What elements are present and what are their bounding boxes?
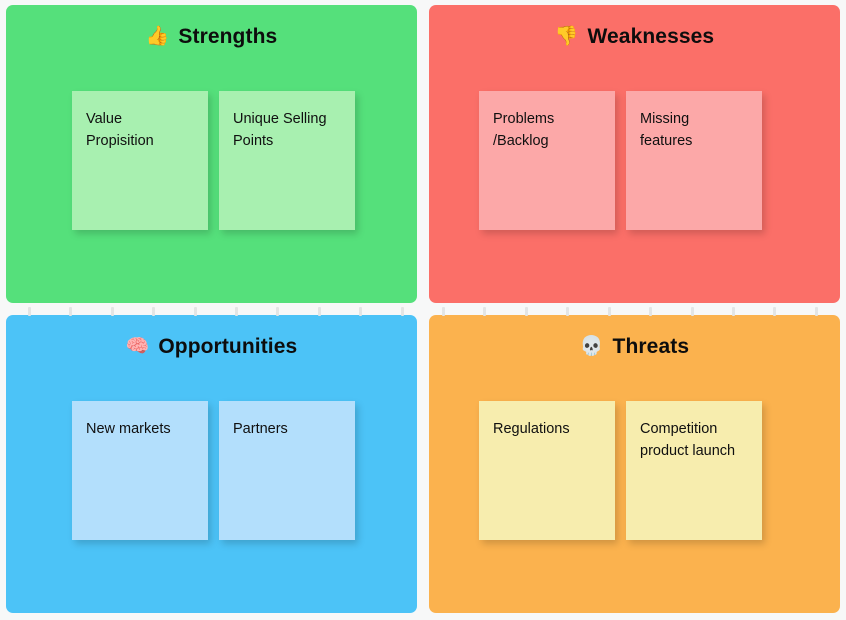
sticky-note[interactable]: Competition product launch [626,401,762,540]
sticky-note[interactable]: Partners [219,401,355,540]
sticky-note[interactable]: Missing features [626,91,762,230]
sticky-note[interactable]: New markets [72,401,208,540]
quadrant-strengths[interactable]: 👍 Strengths Value Propisition Unique Sel… [6,5,417,303]
quadrant-header-weaknesses: 👎 Weaknesses [429,26,840,47]
quadrant-cell-threats: 💀 Threats Regulations Competition produc… [423,310,846,620]
notes-row-weaknesses: Problems /Backlog Missing features [479,91,762,230]
quadrant-threats[interactable]: 💀 Threats Regulations Competition produc… [429,315,840,613]
sticky-note[interactable]: Unique Selling Points [219,91,355,230]
notes-row-strengths: Value Propisition Unique Selling Points [72,91,355,230]
notes-row-opportunities: New markets Partners [72,401,355,540]
quadrant-header-threats: 💀 Threats [429,336,840,357]
quadrant-header-opportunities: 🧠 Opportunities [6,336,417,357]
sticky-note[interactable]: Value Propisition [72,91,208,230]
quadrant-title-opportunities: Opportunities [158,335,298,358]
thumbs-up-icon: 👍 [145,26,170,47]
quadrant-cell-weaknesses: 👎 Weaknesses Problems /Backlog Missing f… [423,0,846,310]
quadrant-header-strengths: 👍 Strengths [6,26,417,47]
quadrant-title-weaknesses: Weaknesses [587,25,715,48]
skull-icon: 💀 [579,336,604,357]
quadrant-cell-opportunities: 🧠 Opportunities New markets Partners [0,310,423,620]
notes-row-threats: Regulations Competition product launch [479,401,762,540]
brain-icon: 🧠 [125,336,150,357]
quadrant-cell-strengths: 👍 Strengths Value Propisition Unique Sel… [0,0,423,310]
sticky-note[interactable]: Regulations [479,401,615,540]
quadrant-opportunities[interactable]: 🧠 Opportunities New markets Partners [6,315,417,613]
quadrant-title-threats: Threats [612,335,690,358]
sticky-note[interactable]: Problems /Backlog [479,91,615,230]
quadrant-title-strengths: Strengths [178,25,278,48]
thumbs-down-icon: 👎 [554,26,579,47]
quadrant-weaknesses[interactable]: 👎 Weaknesses Problems /Backlog Missing f… [429,5,840,303]
